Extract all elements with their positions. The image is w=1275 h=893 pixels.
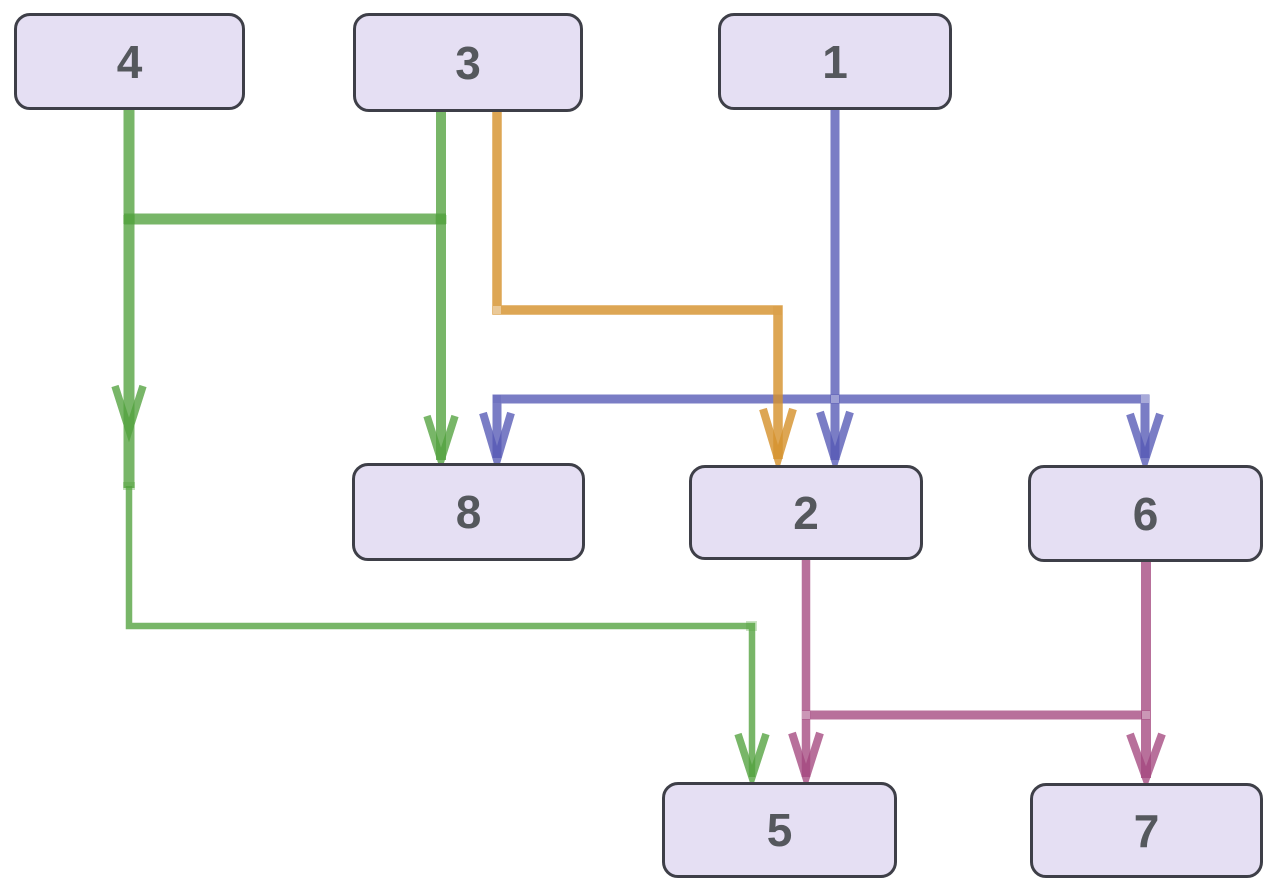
node-3: 3: [353, 13, 583, 112]
node-1-label: 1: [822, 35, 848, 88]
arrowhead-green-midair: [111, 384, 147, 443]
node-1: 1: [718, 13, 952, 110]
arrowhead-pink-into-7: [1126, 732, 1166, 790]
edge-blue: [479, 110, 1164, 475]
node-5-label: 5: [766, 804, 793, 856]
node-2: 2: [689, 465, 923, 560]
node-7-label: 7: [1133, 804, 1160, 857]
node-2-label: 2: [793, 486, 819, 539]
arrowhead-orange-into-2: [759, 407, 797, 473]
arrowhead-pink-into-5: [788, 731, 824, 791]
node-6: 6: [1028, 465, 1263, 562]
node-7: 7: [1030, 783, 1263, 878]
node-8-label: 8: [455, 486, 482, 538]
edge-orange: [492, 110, 797, 473]
node-3-label: 3: [455, 36, 481, 89]
arrowhead-blue-into-8: [479, 411, 515, 475]
node-4-label: 4: [116, 35, 143, 88]
edge-pink: [788, 560, 1166, 791]
edge-green: [111, 110, 770, 790]
arrowhead-green-into-8: [423, 414, 459, 473]
node-8: 8: [352, 463, 585, 561]
arrowhead-blue-into-2: [816, 410, 854, 474]
node-4: 4: [14, 13, 245, 110]
node-5: 5: [662, 782, 897, 878]
arrowhead-green-into-5: [734, 732, 770, 790]
node-6-label: 6: [1132, 487, 1159, 540]
arrowhead-blue-into-6: [1126, 412, 1164, 473]
